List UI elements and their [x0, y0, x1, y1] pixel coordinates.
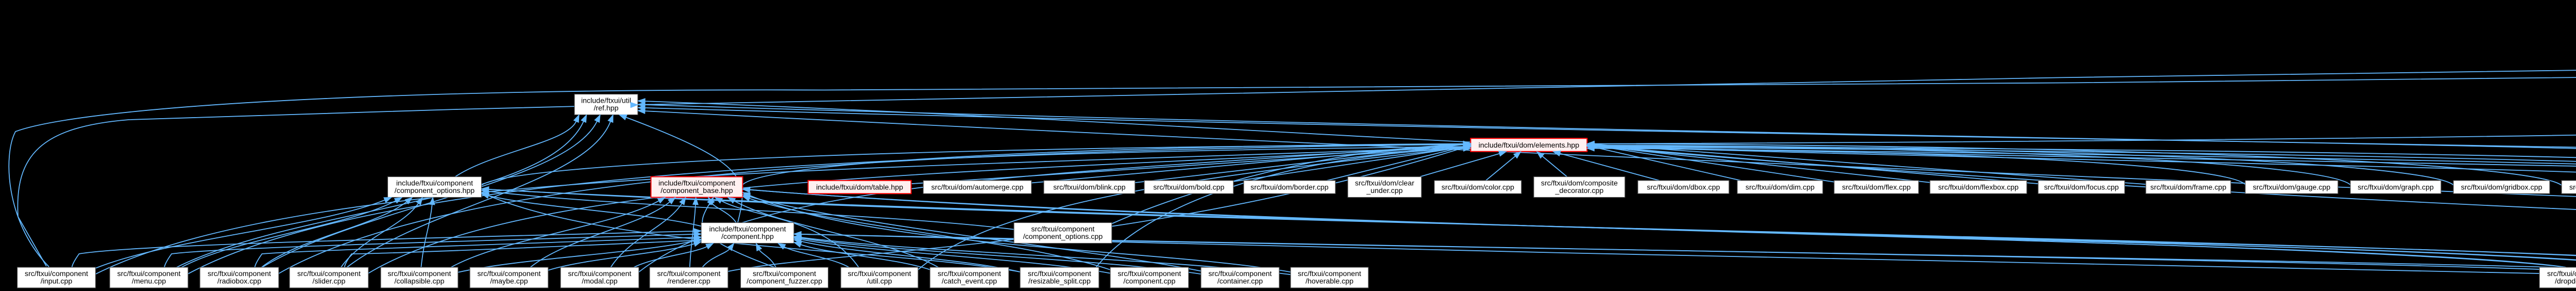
svg-text:src/ftxui/component: src/ftxui/component [657, 270, 720, 278]
svg-text:src/ftxui/dom/color.cpp: src/ftxui/dom/color.cpp [1442, 183, 1514, 191]
svg-text:include/ftxui/component: include/ftxui/component [396, 179, 473, 187]
svg-text:src/ftxui/dom/dim.cpp: src/ftxui/dom/dim.cpp [1745, 183, 1815, 191]
svg-text:/component_base.hpp: /component_base.hpp [660, 187, 733, 195]
svg-text:/ref.hpp: /ref.hpp [594, 104, 618, 112]
svg-text:src/ftxui/dom/frame.cpp: src/ftxui/dom/frame.cpp [2150, 183, 2227, 191]
svg-text:src/ftxui/dom/border.cpp: src/ftxui/dom/border.cpp [1250, 183, 1329, 191]
svg-text:/component_fuzzer.cpp: /component_fuzzer.cpp [747, 277, 822, 285]
svg-text:src/ftxui/dom/dbox.cpp: src/ftxui/dom/dbox.cpp [1647, 183, 1720, 191]
svg-text:/resizable_split.cpp: /resizable_split.cpp [1028, 277, 1091, 285]
svg-text:src/ftxui/dom/gauge.cpp: src/ftxui/dom/gauge.cpp [2253, 183, 2331, 191]
svg-text:src/ftxui/dom/graph.cpp: src/ftxui/dom/graph.cpp [2358, 183, 2434, 191]
svg-text:_under.cpp: _under.cpp [1366, 187, 1402, 195]
svg-text:/component.hpp: /component.hpp [721, 233, 774, 241]
svg-text:src/ftxui/component: src/ftxui/component [2547, 270, 2576, 278]
svg-text:/modal.cpp: /modal.cpp [582, 277, 618, 285]
svg-text:src/ftxui/dom/focus.cpp: src/ftxui/dom/focus.cpp [2044, 183, 2119, 191]
svg-text:src/ftxui/component: src/ftxui/component [1028, 270, 1091, 278]
svg-text:/catch_event.cpp: /catch_event.cpp [942, 277, 997, 285]
svg-text:src/ftxui/component: src/ftxui/component [297, 270, 361, 278]
svg-text:/input.cpp: /input.cpp [41, 277, 73, 285]
svg-text:src/ftxui/dom/hbox.cpp: src/ftxui/dom/hbox.cpp [2569, 183, 2576, 191]
svg-text:src/ftxui/dom/blink.cpp: src/ftxui/dom/blink.cpp [1053, 183, 1125, 191]
svg-text:/component_options.cpp: /component_options.cpp [1023, 233, 1103, 241]
svg-text:src/ftxui/dom/flex.cpp: src/ftxui/dom/flex.cpp [1842, 183, 1910, 191]
svg-text:src/ftxui/component: src/ftxui/component [25, 270, 88, 278]
svg-text:/menu.cpp: /menu.cpp [132, 277, 166, 285]
svg-text:src/ftxui/component: src/ftxui/component [1208, 270, 1272, 278]
svg-text:include/ftxui/util: include/ftxui/util [581, 96, 631, 105]
svg-text:include/ftxui/component: include/ftxui/component [709, 225, 786, 233]
svg-text:/radiobox.cpp: /radiobox.cpp [217, 277, 261, 285]
svg-text:include/ftxui/component: include/ftxui/component [658, 179, 735, 187]
svg-text:/component.cpp: /component.cpp [1124, 277, 1176, 285]
svg-text:_decorator.cpp: _decorator.cpp [1555, 187, 1604, 195]
svg-text:src/ftxui/dom/flexbox.cpp: src/ftxui/dom/flexbox.cpp [1938, 183, 2019, 191]
svg-text:src/ftxui/dom/clear: src/ftxui/dom/clear [1355, 179, 1414, 187]
svg-text:/slider.cpp: /slider.cpp [313, 277, 346, 285]
svg-text:src/ftxui/component: src/ftxui/component [938, 270, 1001, 278]
svg-text:src/ftxui/component: src/ftxui/component [1031, 225, 1094, 233]
svg-text:src/ftxui/dom/composite: src/ftxui/dom/composite [1541, 179, 1618, 187]
svg-text:src/ftxui/dom/bold.cpp: src/ftxui/dom/bold.cpp [1154, 183, 1225, 191]
svg-text:/container.cpp: /container.cpp [1217, 277, 1263, 285]
svg-text:src/ftxui/component: src/ftxui/component [1117, 270, 1181, 278]
svg-text:src/ftxui/component: src/ftxui/component [753, 270, 816, 278]
svg-text:/collapsible.cpp: /collapsible.cpp [394, 277, 444, 285]
svg-text:src/ftxui/dom/gridbox.cpp: src/ftxui/dom/gridbox.cpp [2461, 183, 2543, 191]
svg-text:/maybe.cpp: /maybe.cpp [490, 277, 528, 285]
svg-text:/renderer.cpp: /renderer.cpp [667, 277, 710, 285]
svg-text:src/ftxui/component: src/ftxui/component [848, 270, 911, 278]
svg-text:src/ftxui/dom/automerge.cpp: src/ftxui/dom/automerge.cpp [931, 183, 1024, 191]
svg-text:include/ftxui/dom/elements.hpp: include/ftxui/dom/elements.hpp [1479, 141, 1580, 150]
svg-text:/util.cpp: /util.cpp [867, 277, 892, 285]
svg-text:/component_options.hpp: /component_options.hpp [395, 187, 475, 195]
svg-text:src/ftxui/component: src/ftxui/component [387, 270, 451, 278]
svg-text:include/ftxui/dom/table.hpp: include/ftxui/dom/table.hpp [816, 183, 903, 191]
svg-text:src/ftxui/component: src/ftxui/component [568, 270, 631, 278]
svg-text:src/ftxui/component: src/ftxui/component [208, 270, 271, 278]
svg-text:/hoverable.cpp: /hoverable.cpp [1306, 277, 1353, 285]
svg-text:src/ftxui/component: src/ftxui/component [1298, 270, 1361, 278]
svg-text:src/ftxui/component: src/ftxui/component [117, 270, 180, 278]
svg-text:src/ftxui/component: src/ftxui/component [477, 270, 540, 278]
svg-text:/dropdown.cpp: /dropdown.cpp [2555, 277, 2576, 285]
